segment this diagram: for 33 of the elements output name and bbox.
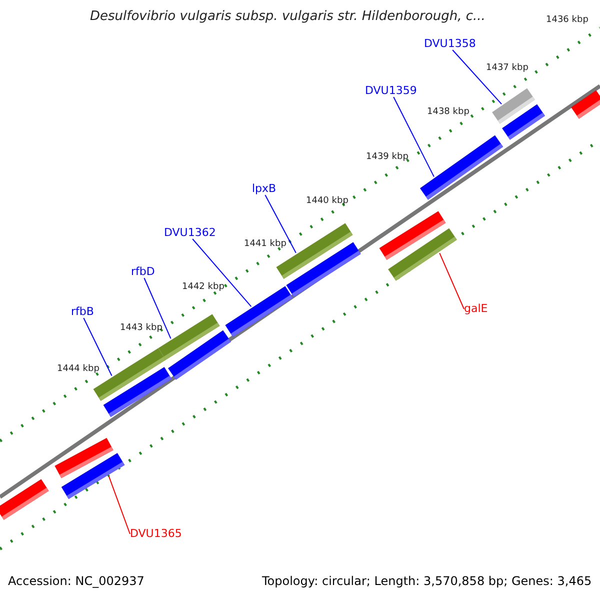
gene-bar (492, 88, 535, 124)
gene-label: rfbB (71, 306, 94, 318)
scale-label: 1442 kbp (182, 283, 224, 293)
scale-label: 1440 kbp (306, 197, 348, 207)
scale-label: 1441 kbp (244, 240, 286, 250)
gene-label: DVU1359 (365, 85, 417, 98)
footer-text: Topology: circular; Length: 3,570,858 bp; Genes: 3,465 (262, 575, 592, 588)
gene-bar (225, 286, 293, 337)
gene-label: rfbD (131, 266, 155, 278)
leader-line (439, 252, 464, 310)
title: Desulfovibrio vulgaris subsp. vulgaris str. Hildenborough, c... (90, 10, 486, 24)
leader-line (83, 318, 112, 376)
scale-label: 1438 kbp (427, 108, 470, 118)
leader-line (144, 278, 172, 340)
gene-label: DVU1362 (164, 227, 216, 240)
scale-label: 1436 kbp (546, 16, 588, 26)
footer-text: Accession: NC_002937 (8, 575, 144, 588)
gene-label: galE (464, 303, 488, 316)
gene-label: DVU1365 (130, 528, 182, 540)
leader-line (192, 238, 252, 308)
scale-label: 1443 kbp (120, 324, 162, 334)
leader-line (452, 50, 502, 105)
leader-line (264, 194, 296, 254)
scale-label: 1437 kbp (486, 64, 528, 74)
gene-bar (61, 453, 125, 499)
gene-bar (388, 228, 457, 281)
scale-label: 1444 kbp (57, 365, 100, 375)
gene-bar (420, 135, 504, 200)
leader-line (108, 476, 130, 534)
leader-line (393, 96, 434, 178)
gene-label: lpxB (252, 183, 276, 196)
gene-label: DVU1358 (424, 38, 476, 50)
scale-label: 1439 kbp (366, 153, 408, 163)
